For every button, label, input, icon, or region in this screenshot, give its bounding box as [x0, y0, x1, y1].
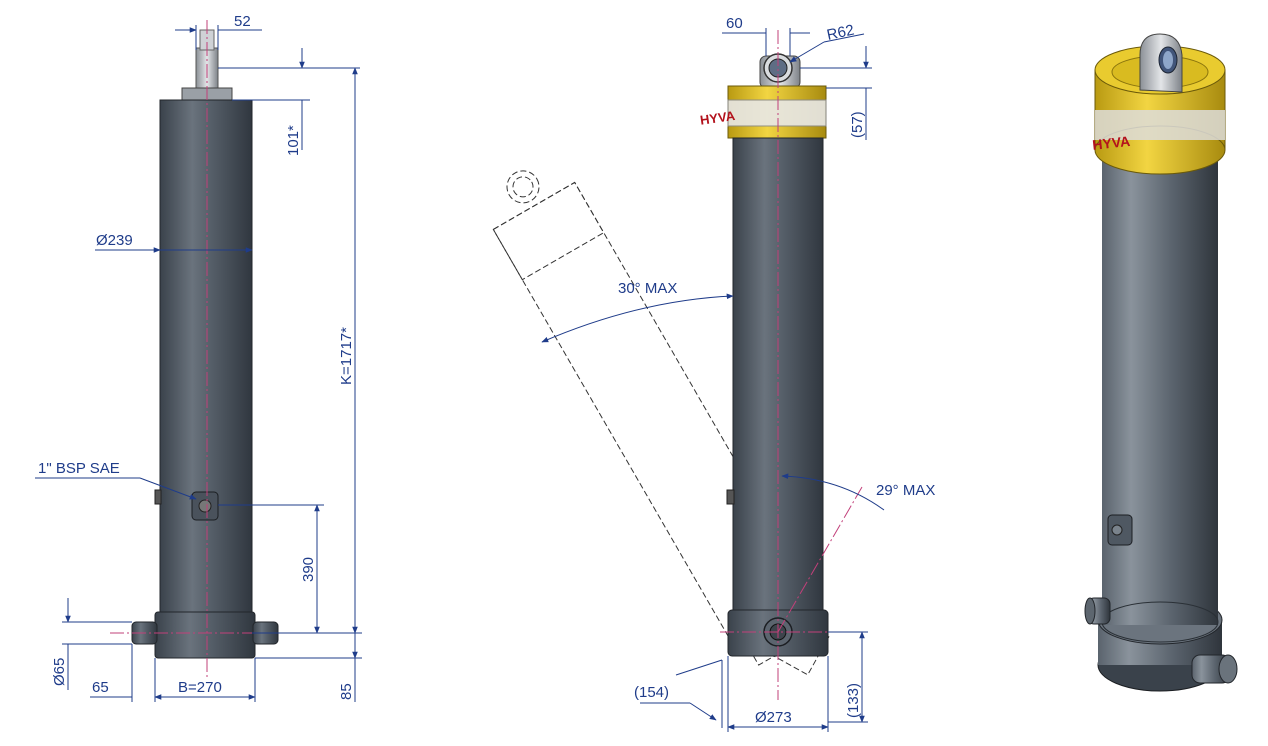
- front-port-hole: [198, 499, 212, 513]
- front-side-tab: [154, 489, 162, 505]
- side-dim-tilt-back: 29° MAX: [876, 482, 935, 499]
- front-dim-length: K=1717*: [338, 327, 355, 385]
- side-collar-logo: HYVA: [699, 108, 737, 128]
- front-dim-diameter: Ø239: [96, 232, 133, 249]
- side-dim-eye-width: 60: [726, 15, 743, 32]
- iso-collar-logo: HYVA: [1092, 133, 1131, 153]
- front-dim-base-width: B=270: [178, 679, 222, 696]
- front-base: [154, 611, 256, 659]
- side-dim-base-diag: (154): [634, 684, 669, 701]
- front-dim-top-offset: 101*: [285, 125, 302, 156]
- front-dim-trunnion-dia: Ø65: [51, 658, 68, 686]
- front-dim-trunnion-len: 65: [92, 679, 109, 696]
- side-side-tab: [726, 489, 735, 505]
- front-dim-top-width: 52: [234, 13, 251, 30]
- side-dim-eye-radius: R62: [825, 22, 855, 44]
- iso-barrel: [1102, 130, 1218, 625]
- side-dim-tilt-forward: 30° MAX: [618, 280, 677, 297]
- side-view: HYVA 60 R62 (57) 30° MAX 29° MAX: [492, 15, 935, 732]
- iso-trunnion-right-face: [1218, 654, 1238, 684]
- front-dim-port: 1" BSP SAE: [38, 460, 120, 477]
- front-barrel: [159, 99, 253, 615]
- front-dim-base-height: 85: [338, 683, 355, 700]
- front-view: 52 101* Ø239 K=1717* 1" BSP SAE 390 Ø65: [35, 13, 362, 702]
- iso-collar-band: [1095, 110, 1225, 140]
- iso-trunnion-left-face: [1084, 597, 1096, 625]
- side-collar-band: [727, 99, 827, 127]
- iso-view: HYVA: [1084, 33, 1238, 692]
- side-dim-base-height: (133): [845, 683, 862, 718]
- front-dim-port-height: 390: [300, 557, 317, 582]
- side-dim-eye-height: (57): [849, 111, 866, 138]
- iso-eye-bore: [1163, 51, 1173, 69]
- side-dim-base-dia: Ø273: [755, 709, 792, 726]
- iso-port-hole: [1111, 524, 1123, 536]
